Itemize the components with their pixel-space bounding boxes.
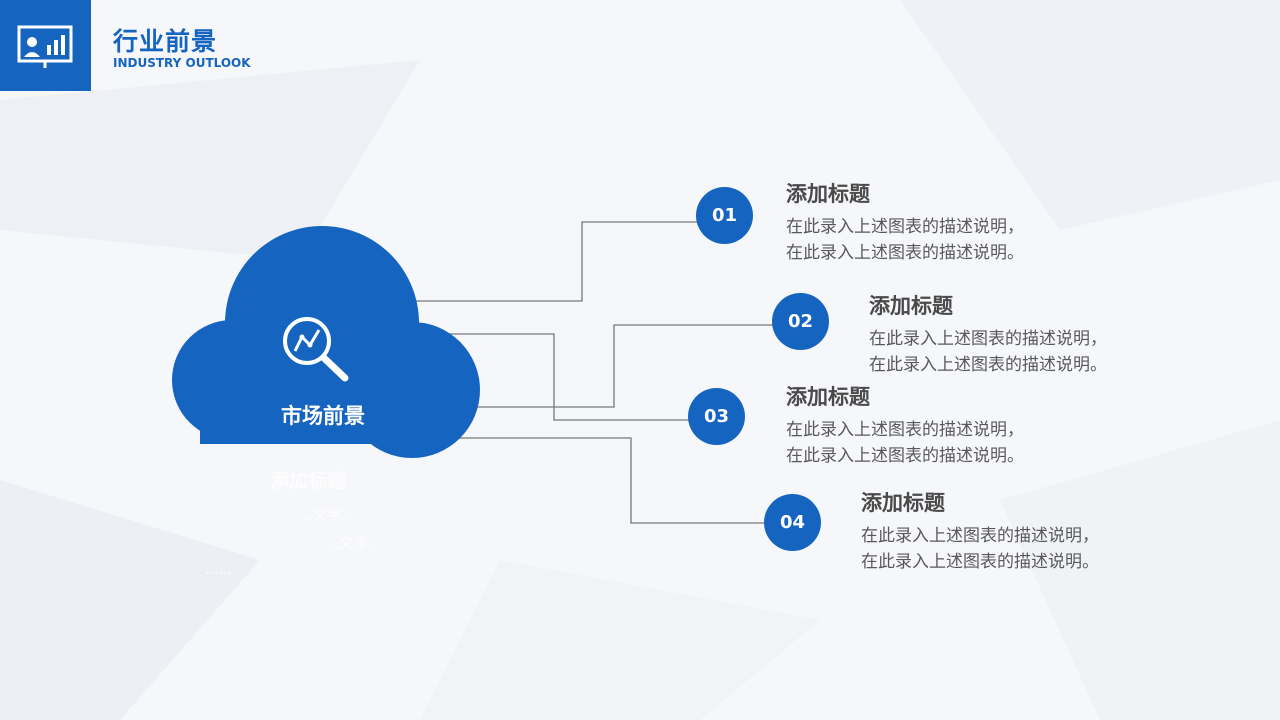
presentation-chart-icon xyxy=(17,25,73,68)
item-desc-line-2: 在此录入上述图表的描述说明。 xyxy=(861,552,1099,572)
page-subtitle: INDUSTRY OUTLOOK xyxy=(113,56,251,70)
number-badge-03: 03 xyxy=(688,388,745,445)
logo-badge xyxy=(0,0,91,91)
cloud-shape xyxy=(172,226,480,458)
item-desc-line-2: 在此录入上述图表的描述说明。 xyxy=(786,446,1024,466)
cloud-label: 市场前景 xyxy=(281,404,365,428)
faded-line-3: ...... xyxy=(205,562,232,578)
connector-03 xyxy=(405,333,692,421)
item-desc-line-1: 在此录入上述图表的描述说明， xyxy=(861,526,1099,546)
faded-line-1: ...文字... xyxy=(300,508,355,524)
connector-02 xyxy=(455,324,776,408)
connector-01 xyxy=(405,221,700,302)
faded-title: 添加标题 xyxy=(270,470,347,492)
item-title: 添加标题 xyxy=(786,182,870,206)
number-badge-02: 02 xyxy=(772,293,829,350)
faded-line-2: ...文字... xyxy=(326,536,381,552)
list-item-01: 添加标题 在此录入上述图表的描述说明， 在此录入上述图表的描述说明。 xyxy=(786,178,1024,266)
item-desc-line-2: 在此录入上述图表的描述说明。 xyxy=(786,243,1024,263)
item-desc-line-2: 在此录入上述图表的描述说明。 xyxy=(869,355,1107,375)
connector-lines xyxy=(405,221,776,524)
magnifier-trend-icon xyxy=(283,317,349,382)
number-badge-01: 01 xyxy=(696,187,753,244)
item-title: 添加标题 xyxy=(786,385,870,409)
item-desc-line-1: 在此录入上述图表的描述说明， xyxy=(786,420,1024,440)
number-badge-04: 04 xyxy=(764,494,821,551)
list-item-03: 添加标题 在此录入上述图表的描述说明， 在此录入上述图表的描述说明。 xyxy=(786,381,1024,469)
item-desc-line-1: 在此录入上述图表的描述说明， xyxy=(786,217,1024,237)
item-title: 添加标题 xyxy=(869,294,953,318)
page-title: 行业前景 xyxy=(113,27,218,56)
list-item-02: 添加标题 在此录入上述图表的描述说明， 在此录入上述图表的描述说明。 xyxy=(869,290,1107,378)
item-title: 添加标题 xyxy=(861,491,945,515)
connector-04 xyxy=(440,437,768,524)
item-desc-line-1: 在此录入上述图表的描述说明， xyxy=(869,329,1107,349)
list-item-04: 添加标题 在此录入上述图表的描述说明， 在此录入上述图表的描述说明。 xyxy=(861,487,1099,575)
